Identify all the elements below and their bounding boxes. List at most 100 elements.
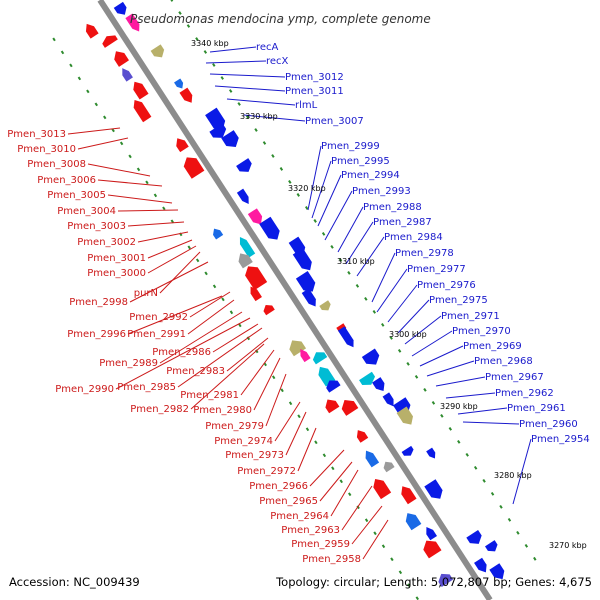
gene-label-minus: Pmen_2974	[214, 436, 273, 447]
gene-label-plus: Pmen_2971	[441, 311, 500, 322]
gene-arrow	[359, 371, 376, 385]
minus-leader-line	[87, 163, 151, 177]
gene-arrow	[341, 399, 359, 416]
gene-label-minus: Pmen_2992	[129, 312, 188, 323]
gene-label-minus: Pmen_2990	[55, 384, 114, 395]
tick-mark	[414, 374, 419, 379]
tick-mark	[128, 154, 132, 159]
minus-leader-line	[77, 137, 129, 150]
tick-mark	[364, 297, 368, 301]
minus-leader-line	[147, 239, 193, 259]
minus-leader-line	[187, 299, 235, 335]
gene-arrow	[426, 447, 436, 459]
minus-leader-line	[351, 505, 383, 545]
gene-label-plus: Pmen_2960	[519, 419, 578, 430]
tick-mark	[533, 556, 537, 561]
plus-leader-line	[445, 392, 496, 399]
tick-mark	[381, 544, 386, 549]
tick-mark	[440, 413, 444, 418]
tick-mark	[406, 361, 410, 366]
genome-summary: Topology: circular; Length: 5,072,807 bp…	[275, 575, 592, 589]
minus-leader-line	[189, 291, 231, 318]
gene-label-plus: Pmen_2961	[507, 403, 566, 414]
plus-leader-line	[371, 252, 396, 303]
accession-text: Accession: NC_009439	[9, 575, 140, 589]
gene-arrow	[125, 13, 140, 32]
tick-mark	[229, 310, 234, 315]
gene-arrow	[179, 87, 193, 103]
tick-mark	[389, 336, 393, 340]
gene-arrow	[239, 237, 256, 258]
gene-arrow	[301, 288, 316, 307]
gene-arrow	[174, 78, 184, 89]
plus-leader-line	[214, 85, 286, 92]
gene-label-plus: Pmen_2987	[373, 217, 432, 228]
plus-leader-line	[317, 174, 342, 227]
gene-arrow	[424, 479, 443, 499]
gene-label-plus: recX	[266, 56, 289, 67]
gene-label-minus: Pmen_2980	[193, 405, 252, 416]
gene-label-minus: Pmen_2963	[281, 525, 340, 536]
gene-label-plus: Pmen_2970	[452, 326, 511, 337]
gene-arrow	[383, 461, 395, 473]
gene-arrow	[133, 81, 149, 100]
minus-leader-line	[177, 327, 263, 388]
gene-label-minus: Pmen_3000	[87, 268, 146, 279]
gene-label-minus: Pmen_2981	[180, 390, 239, 401]
minus-leader-line	[127, 295, 223, 335]
gene-label-plus: Pmen_2984	[384, 232, 443, 243]
gene-label-minus: Pmen_2972	[237, 466, 296, 477]
tick-mark	[103, 115, 107, 120]
gene-label-minus: Pmen_2989	[99, 358, 158, 369]
tick-mark	[195, 37, 199, 41]
gene-label-minus: Pmen_3006	[37, 175, 96, 186]
gene-arrow	[361, 348, 380, 365]
gene-arrow	[238, 253, 253, 269]
gene-label-minus: Pmen_2982	[130, 404, 189, 415]
tick-mark	[246, 336, 251, 341]
gene-arrow	[263, 305, 275, 316]
plus-leader-line	[376, 268, 408, 313]
plus-leader-line	[411, 330, 453, 357]
tick-mark	[457, 439, 461, 444]
gene-arrow	[474, 557, 487, 573]
gene-label-minus: Pmen_2983	[166, 366, 225, 377]
tick-mark	[296, 193, 300, 197]
gene-label-plus: Pmen_2977	[407, 264, 466, 275]
minus-leader-line	[159, 251, 201, 294]
gene-label-plus: Pmen_2988	[363, 202, 422, 213]
minus-leader-line	[147, 245, 197, 274]
gene-arrow	[114, 51, 129, 67]
gene-label-minus: Pmen_2979	[205, 421, 264, 432]
gene-arrow	[466, 529, 482, 544]
tick-mark	[431, 400, 436, 405]
gene-arrow	[426, 527, 438, 541]
gene-arrow	[213, 228, 224, 240]
plus-leader-line	[345, 221, 374, 265]
gene-label-plus: Pmen_2976	[417, 280, 476, 291]
plus-leader-line	[337, 206, 364, 253]
tick-mark	[415, 596, 419, 600]
plus-strand-labels: recArecXPmen_3012Pmen_3011rlmLPmen_3007P…	[256, 42, 590, 445]
tick-mark	[153, 193, 158, 198]
gene-label-minus: Pmen_2965	[259, 496, 318, 507]
gene-arrow	[150, 44, 165, 58]
tick-mark	[220, 76, 224, 80]
minus-leader-line	[362, 519, 389, 560]
tick-mark	[178, 11, 182, 15]
gene-arrow	[209, 123, 227, 138]
tick-mark	[499, 504, 503, 509]
tick-mark	[473, 465, 478, 470]
minus-leader-line	[330, 469, 359, 517]
kbp-label: 3330 kbp	[240, 112, 278, 121]
plus-leader-line	[435, 376, 486, 387]
tick-mark	[390, 557, 394, 562]
gene-arrow	[205, 107, 226, 130]
tick-mark	[490, 491, 495, 496]
kbp-label: 3280 kbp	[494, 471, 532, 480]
tick-mark	[280, 388, 284, 393]
plus-leader-line	[512, 438, 532, 505]
kbp-label: 3290 kbp	[440, 402, 478, 411]
gene-arrow	[401, 445, 414, 456]
tick-mark	[195, 258, 200, 263]
